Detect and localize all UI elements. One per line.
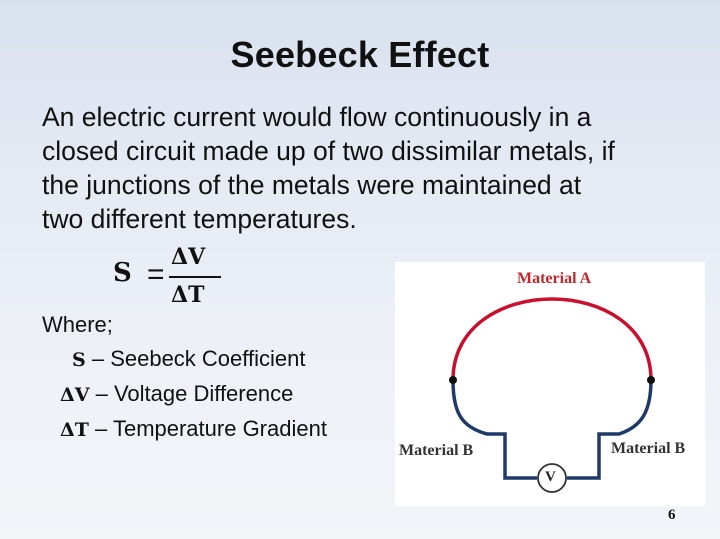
paragraph-line: An electric current would flow continuou…: [42, 102, 592, 132]
material-a-label: Material A: [517, 270, 592, 287]
formula-numerator: ΔV: [171, 244, 206, 270]
material-b-right-label: Material B: [611, 440, 686, 457]
thermocouple-diagram: Material A Material B Material B V: [395, 262, 705, 506]
junction-right: [647, 376, 655, 384]
voltmeter-label: V: [545, 469, 556, 485]
definition-symbol: ΔT: [60, 419, 89, 441]
slide-title: Seebeck Effect: [230, 34, 490, 75]
definition-text: – Temperature Gradient: [88, 416, 327, 441]
seebeck-formula: S = ΔV ΔT: [113, 244, 223, 314]
where-label: Where;: [42, 312, 113, 337]
definition-item: S – Seebeck Coefficient: [72, 346, 305, 372]
junction-left: [449, 376, 457, 384]
paragraph-line: the junctions of the metals were maintai…: [42, 170, 582, 200]
definition-symbol: S: [72, 349, 86, 371]
definition-item: ΔT – Temperature Gradient: [60, 416, 327, 442]
material-b-right-wire: [567, 379, 653, 480]
circuit-svg: [449, 297, 655, 493]
material-a-wire: [451, 297, 653, 381]
material-b-left-label: Material B: [399, 442, 474, 459]
definition-item: ΔV – Voltage Difference: [60, 381, 293, 407]
paragraph-line: two different temperatures.: [42, 204, 357, 234]
formula-denominator: ΔT: [171, 282, 205, 308]
formula-equals: =: [147, 258, 165, 291]
formula-lhs: S: [113, 258, 132, 288]
description-paragraph: An electric current would flow continuou…: [42, 100, 692, 236]
definition-symbol: ΔV: [60, 384, 90, 406]
material-b-left-wire: [451, 379, 537, 480]
paragraph-line: closed circuit made up of two dissimilar…: [42, 136, 615, 166]
definition-text: – Seebeck Coefficient: [85, 346, 306, 371]
fraction-bar: [169, 276, 221, 278]
page-number: 6: [668, 507, 676, 523]
voltmeter-icon: [537, 463, 567, 493]
definition-text: – Voltage Difference: [89, 381, 294, 406]
